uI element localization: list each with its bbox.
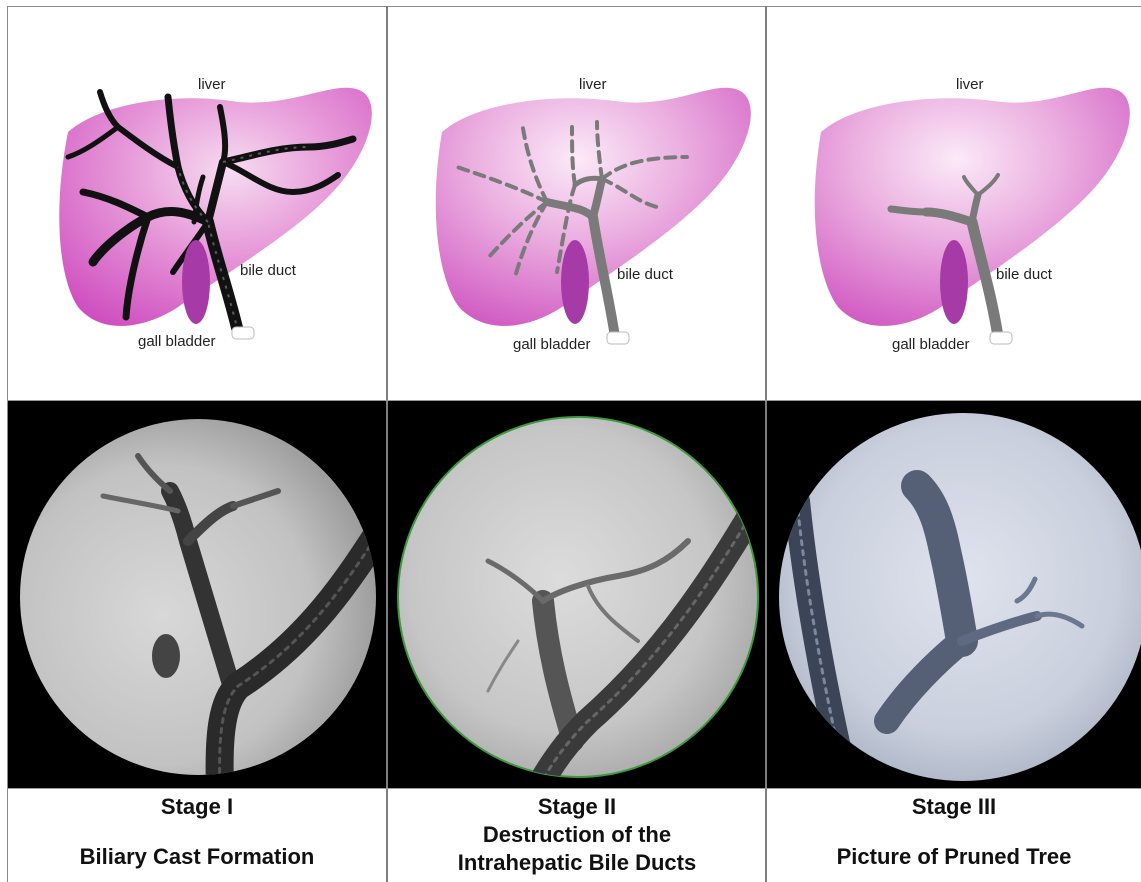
stage3-title: Stage III — [767, 794, 1141, 820]
stage1-title: Stage I — [8, 794, 386, 820]
gall-bladder-shape — [940, 240, 968, 324]
label-bile-duct: bile duct — [617, 266, 674, 283]
stage2-liver-illustration: liver bile duct gall bladder — [387, 7, 763, 400]
label-bile-duct: bile duct — [996, 266, 1053, 283]
label-gall-bladder: gall bladder — [138, 333, 216, 350]
stage2-cholangiogram — [388, 401, 765, 788]
stage1-description: Biliary Cast Formation — [8, 844, 386, 870]
divider — [386, 6, 388, 882]
label-gall-bladder: gall bladder — [513, 336, 591, 353]
stage3-cholangiogram — [767, 401, 1141, 788]
label-liver: liver — [579, 76, 607, 93]
label-liver: liver — [956, 76, 984, 93]
label-liver: liver — [198, 76, 226, 93]
stage2-caption: Stage II Destruction of the Intrahepatic… — [388, 788, 766, 882]
stage2-description-line2: Intrahepatic Bile Ducts — [388, 850, 766, 876]
gall-bladder-shape — [182, 240, 210, 324]
divider — [765, 6, 767, 882]
gall-bladder-shape — [561, 240, 589, 324]
stage1-caption: Stage I Biliary Cast Formation — [8, 788, 386, 882]
stage2-title: Stage II — [388, 794, 766, 820]
divider — [7, 400, 1141, 401]
label-bile-duct: bile duct — [240, 262, 297, 279]
stage1-cholangiogram — [8, 401, 386, 788]
label-gall-bladder: gall bladder — [892, 336, 970, 353]
stage3-caption: Stage III Picture of Pruned Tree — [767, 788, 1141, 882]
stage2-description-line1: Destruction of the — [388, 822, 766, 848]
stage3-liver-illustration: liver bile duct gall bladder — [766, 7, 1141, 400]
stage1-liver-illustration: liver bile duct gall bladder — [8, 7, 384, 400]
stage3-description: Picture of Pruned Tree — [767, 844, 1141, 870]
